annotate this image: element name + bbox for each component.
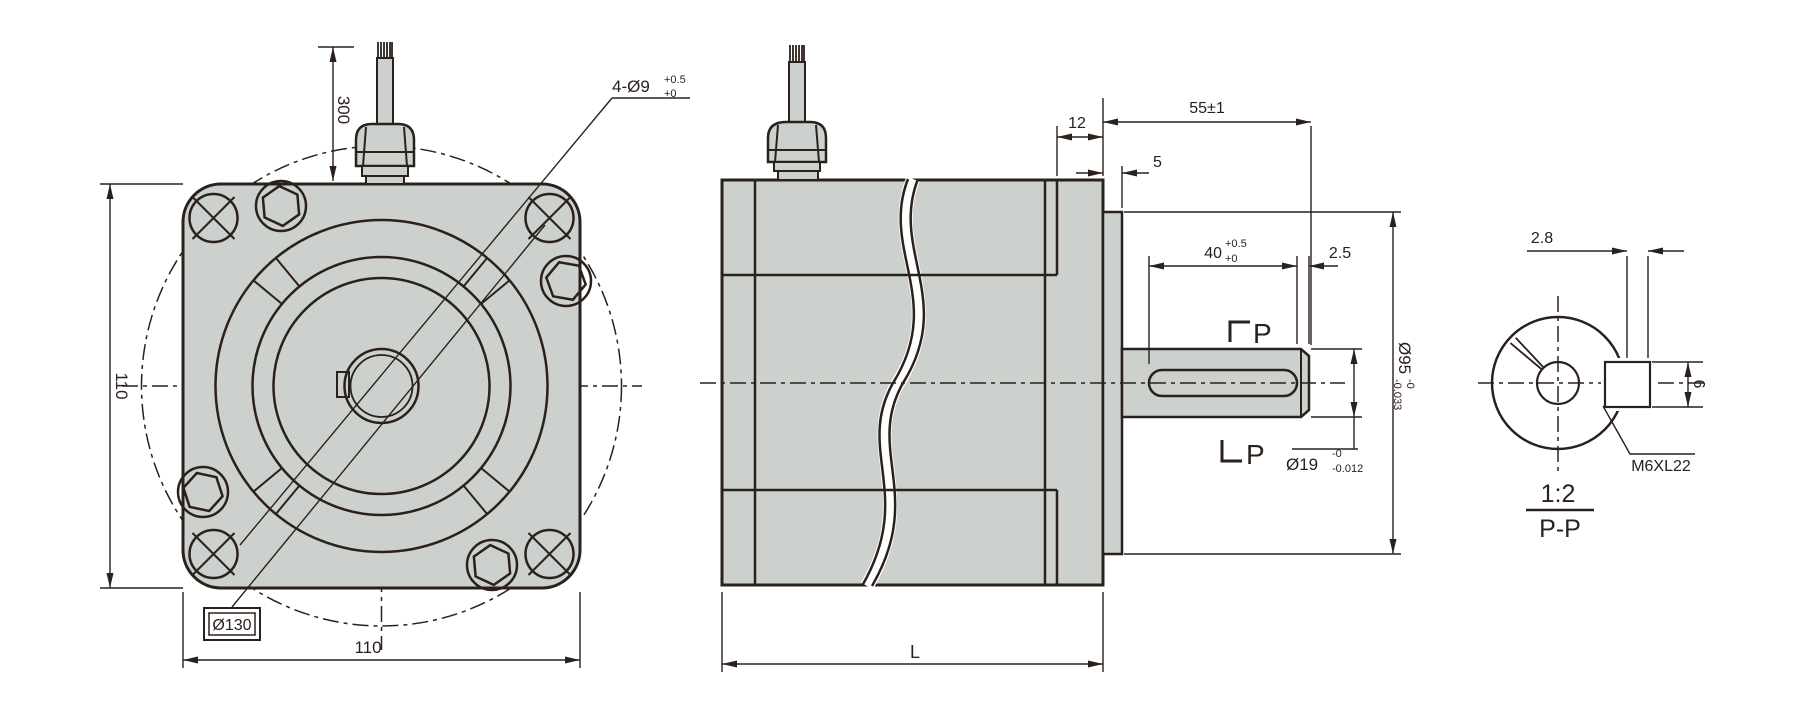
section-cut-marks: P P [1220, 318, 1272, 470]
holes-tol-top: +0.5 [664, 74, 686, 86]
dim-width-text: 110 [354, 638, 381, 657]
dim-flange-text: 12 [1068, 115, 1086, 132]
scale-label: 1:2 [1541, 480, 1576, 508]
shaft-dia-tol-bot: -0.012 [1332, 463, 1363, 475]
dim-key-tol-top: +0.5 [1225, 238, 1247, 250]
dim-boss-text: 5 [1153, 154, 1162, 171]
mounting-holes [188, 192, 575, 580]
side-view: 12 55±1 5 40 +0.5 +0 2.5 [700, 45, 1416, 672]
cable-gland-front [354, 42, 416, 185]
view-title-text: P-P [1539, 515, 1581, 543]
cable-fray-side [789, 45, 805, 62]
section-mark-bottom-bracket [1220, 440, 1242, 463]
cable-fray [377, 42, 393, 58]
pilot-circle-mid [251, 255, 512, 517]
key-halo [1601, 358, 1654, 411]
pilot-circle-outer [214, 218, 549, 554]
section-mark-bottom-letter: P [1246, 439, 1265, 470]
shaft-bore-circle [343, 347, 420, 425]
dim-chamfer-text: 2.5 [1329, 245, 1351, 262]
bolt-circle-label-box: Ø130 [203, 607, 261, 641]
thread-leader [1602, 405, 1695, 455]
section-title: 1:2 P-P [1526, 480, 1594, 543]
hex-screws [176, 179, 593, 592]
boss-dia-tol-bot: -0.033 [1391, 379, 1403, 410]
thread-label-text: M6XL22 [1631, 458, 1691, 475]
hole-cross-marks [191, 196, 572, 576]
dim-boss-5: 5 [1076, 154, 1162, 208]
dim-height-110: 110 [100, 183, 183, 589]
dim-height-text: 110 [112, 372, 131, 399]
pilot-circle-inner [272, 276, 491, 496]
key-section [1603, 360, 1652, 409]
section-view: 2.8 6 M6XL22 1:2 P-P [1478, 230, 1707, 543]
dim-key-width-text: 6 [1690, 380, 1707, 389]
bolt-circle-text: Ø130 [212, 617, 251, 634]
dim-key-protrusion-28: 2.8 [1527, 230, 1684, 358]
dim-flange-12: 12 [1056, 98, 1104, 176]
dim-shaft-dia-19: Ø19 -0 -0.012 [1286, 348, 1363, 475]
holes-tol-bot: +0 [664, 88, 677, 100]
dim-key-width-6: 6 [1652, 361, 1707, 408]
boss-dia-tol-top: -0 [1404, 379, 1416, 389]
dim-key-protrusion-text: 2.8 [1531, 230, 1553, 247]
dim-key-tol-bot: +0 [1225, 253, 1238, 265]
dim-cable-text: 300 [334, 96, 353, 124]
holes-label: 4-Ø9 [612, 77, 650, 96]
boss-dia-base: Ø95 [1395, 342, 1414, 374]
dim-boss-dia-95: Ø95 -0 -0.033 [1124, 211, 1416, 555]
thread-runout-lines [1509, 337, 1545, 371]
dim-body-length-text: L [910, 642, 920, 662]
dim-cable-300: 300 [318, 46, 354, 181]
cable-gland-side [766, 45, 828, 181]
dim-key-base: 40 [1204, 245, 1222, 262]
tapped-hole [1535, 360, 1581, 406]
keyway-notch [336, 371, 350, 398]
front-view: 4-Ø9 +0.5 +0 Ø130 110 110 300 [100, 42, 690, 668]
dim-body-length-L: L [721, 592, 1104, 672]
section-mark-top-letter: P [1253, 318, 1272, 349]
thread-callout: M6XL22 [1602, 405, 1695, 475]
break-gap [860, 176, 926, 590]
dim-chamfer-25: 2.5 [1308, 245, 1351, 344]
dim-shaft-extension-55: 55±1 [1103, 100, 1312, 345]
bolt-circle-leader [231, 224, 546, 608]
holes-leader [239, 97, 613, 546]
shaft-dia-base: Ø19 [1286, 455, 1318, 474]
dim-width-110: 110 [182, 592, 581, 668]
bolt-circle-centerline [140, 145, 623, 627]
dim-shaft-ext-text: 55±1 [1189, 100, 1225, 117]
dim-key-40: 40 +0.5 +0 [1148, 238, 1298, 364]
shaft-dia-tol-top: -0 [1332, 448, 1342, 460]
section-mark-top-bracket [1228, 320, 1250, 342]
rib-marks [252, 257, 511, 515]
